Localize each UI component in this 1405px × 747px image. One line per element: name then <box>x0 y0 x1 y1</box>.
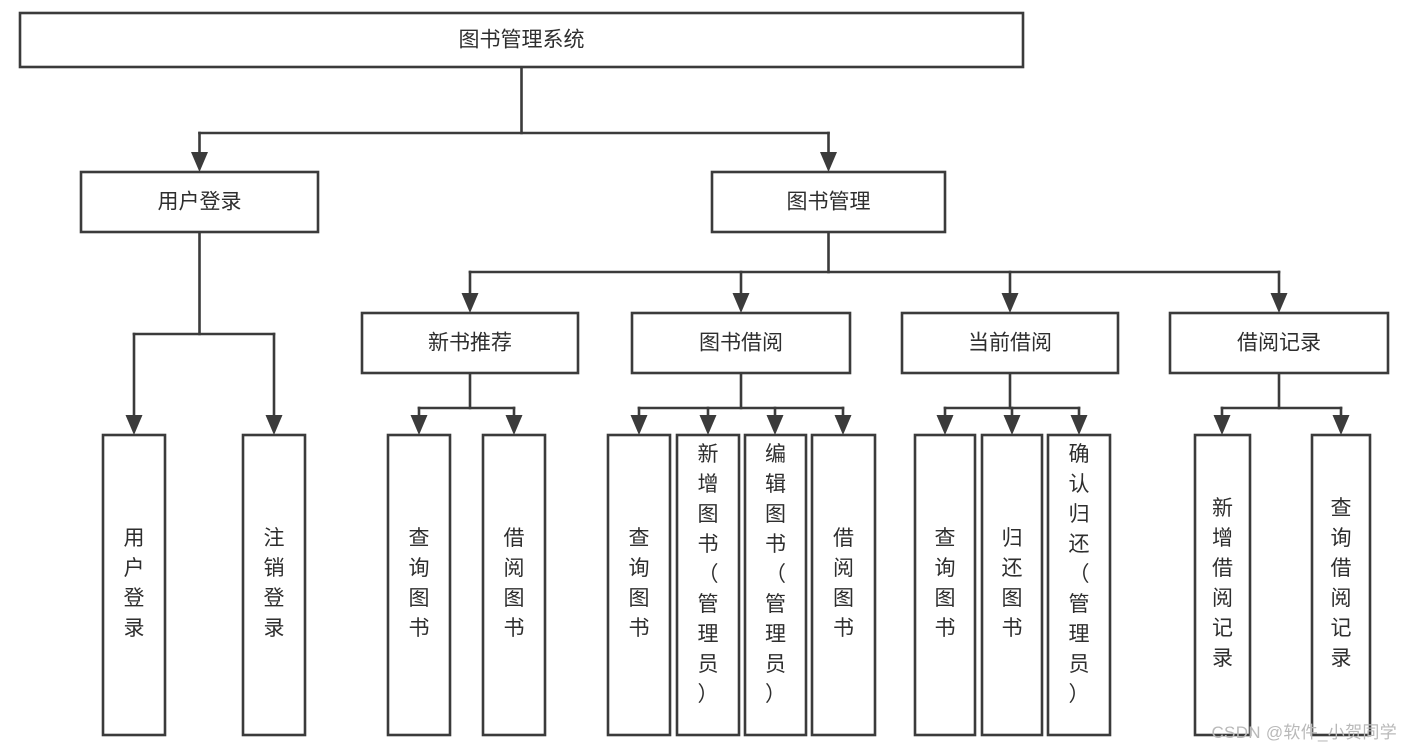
arrow-head-icon <box>265 415 283 435</box>
connector-current-borrow <box>936 371 1088 435</box>
arrow-head-icon <box>125 415 143 435</box>
connector-user-login <box>125 230 283 435</box>
connector-root <box>191 65 837 172</box>
connector-layer <box>125 65 1350 435</box>
node-label: 查询图书 <box>629 527 650 640</box>
leaf-node-leaf-borrow-edit[interactable]: 编辑图书（管理员） <box>743 433 808 737</box>
leaf-node-leaf-user-logout[interactable]: 注销登录 <box>241 433 307 737</box>
arrow-head-icon <box>630 415 648 435</box>
leaf-node-leaf-borrow-add[interactable]: 新增图书（管理员） <box>675 433 741 737</box>
level3-node-borrow-record[interactable]: 借阅记录 <box>1168 311 1390 375</box>
node-label: 用户登录 <box>124 527 145 640</box>
node-box[interactable] <box>1193 433 1252 737</box>
arrow-head-icon <box>1270 293 1288 313</box>
node-label: 归还图书 <box>1002 527 1023 640</box>
connector-book-manage <box>461 230 1288 313</box>
node-box[interactable] <box>630 311 852 375</box>
leaf-node-leaf-current-query[interactable]: 查询图书 <box>913 433 977 737</box>
arrow-head-icon <box>699 415 717 435</box>
node-label: 新书推荐 <box>428 332 512 355</box>
arrow-head-icon <box>1070 415 1088 435</box>
arrow-head-icon <box>834 415 852 435</box>
node-box[interactable] <box>481 433 547 737</box>
node-box[interactable] <box>386 433 452 737</box>
arrow-head-icon <box>732 293 750 313</box>
arrow-head-icon <box>936 415 954 435</box>
node-label: 编辑图书（管理员） <box>765 443 786 706</box>
node-label: 确认归还（管理员） <box>1069 443 1090 706</box>
node-box[interactable] <box>1168 311 1390 375</box>
node-box[interactable] <box>18 11 1025 69</box>
leaf-node-leaf-borrow-lend[interactable]: 借阅图书 <box>810 433 877 737</box>
node-box[interactable] <box>810 433 877 737</box>
node-box[interactable] <box>743 433 808 737</box>
level3-node-book-borrow[interactable]: 图书借阅 <box>630 311 852 375</box>
node-box[interactable] <box>1046 433 1112 737</box>
leaf-node-leaf-current-confirm[interactable]: 确认归还（管理员） <box>1046 433 1112 737</box>
node-label: 查询图书 <box>409 527 430 640</box>
arrow-head-icon <box>505 415 523 435</box>
node-label: 新增借阅记录 <box>1212 497 1233 670</box>
node-box[interactable] <box>675 433 741 737</box>
node-box[interactable] <box>913 433 977 737</box>
leaf-node-leaf-record-query[interactable]: 查询借阅记录 <box>1310 433 1372 737</box>
node-box[interactable] <box>241 433 307 737</box>
node-box[interactable] <box>606 433 672 737</box>
arrow-head-icon <box>1213 415 1231 435</box>
node-label: 用户登录 <box>158 191 242 214</box>
node-box[interactable] <box>101 433 167 737</box>
connector-borrow-record <box>1213 371 1350 435</box>
connector-book-borrow <box>630 371 852 435</box>
level3-node-current-borrow[interactable]: 当前借阅 <box>900 311 1120 375</box>
node-label: 查询图书 <box>935 527 956 640</box>
arrow-head-icon <box>191 152 208 172</box>
node-box[interactable] <box>79 170 320 234</box>
arrow-head-icon <box>410 415 428 435</box>
level2-node-book-manage[interactable]: 图书管理 <box>710 170 947 234</box>
node-label: 查询借阅记录 <box>1331 497 1352 670</box>
arrow-head-icon <box>1001 293 1019 313</box>
node-box[interactable] <box>360 311 580 375</box>
arrow-head-icon <box>461 293 479 313</box>
node-label: 借阅图书 <box>833 527 854 640</box>
node-label: 借阅图书 <box>504 527 525 640</box>
node-label: 新增图书（管理员） <box>698 443 719 706</box>
leaf-node-leaf-user-login[interactable]: 用户登录 <box>101 433 167 737</box>
node-box[interactable] <box>1310 433 1372 737</box>
node-label: 注销登录 <box>264 527 285 640</box>
leaf-node-leaf-recommend-borrow[interactable]: 借阅图书 <box>481 433 547 737</box>
leaf-node-leaf-borrow-query[interactable]: 查询图书 <box>606 433 672 737</box>
level2-node-user-login[interactable]: 用户登录 <box>79 170 320 234</box>
node-label: 借阅记录 <box>1237 332 1321 355</box>
node-layer: 图书管理系统用户登录图书管理新书推荐图书借阅当前借阅借阅记录用户登录注销登录查询… <box>18 11 1390 737</box>
arrow-head-icon <box>820 152 837 172</box>
arrow-head-icon <box>1003 415 1021 435</box>
level3-node-new-book-recommend[interactable]: 新书推荐 <box>360 311 580 375</box>
leaf-node-leaf-record-add[interactable]: 新增借阅记录 <box>1193 433 1252 737</box>
node-label: 当前借阅 <box>968 332 1052 355</box>
arrow-head-icon <box>1332 415 1350 435</box>
connector-new-book-recommend <box>410 371 523 435</box>
node-label: 图书管理 <box>787 191 871 214</box>
node-label: 图书借阅 <box>699 332 783 355</box>
arrow-head-icon <box>766 415 784 435</box>
watermark-text: CSDN @软件_小贺同学 <box>1211 723 1397 742</box>
leaf-node-leaf-recommend-query[interactable]: 查询图书 <box>386 433 452 737</box>
leaf-node-leaf-current-return[interactable]: 归还图书 <box>980 433 1044 737</box>
node-box[interactable] <box>710 170 947 234</box>
node-label: 图书管理系统 <box>459 29 585 52</box>
node-box[interactable] <box>900 311 1120 375</box>
root-node-root[interactable]: 图书管理系统 <box>18 11 1025 69</box>
node-box[interactable] <box>980 433 1044 737</box>
